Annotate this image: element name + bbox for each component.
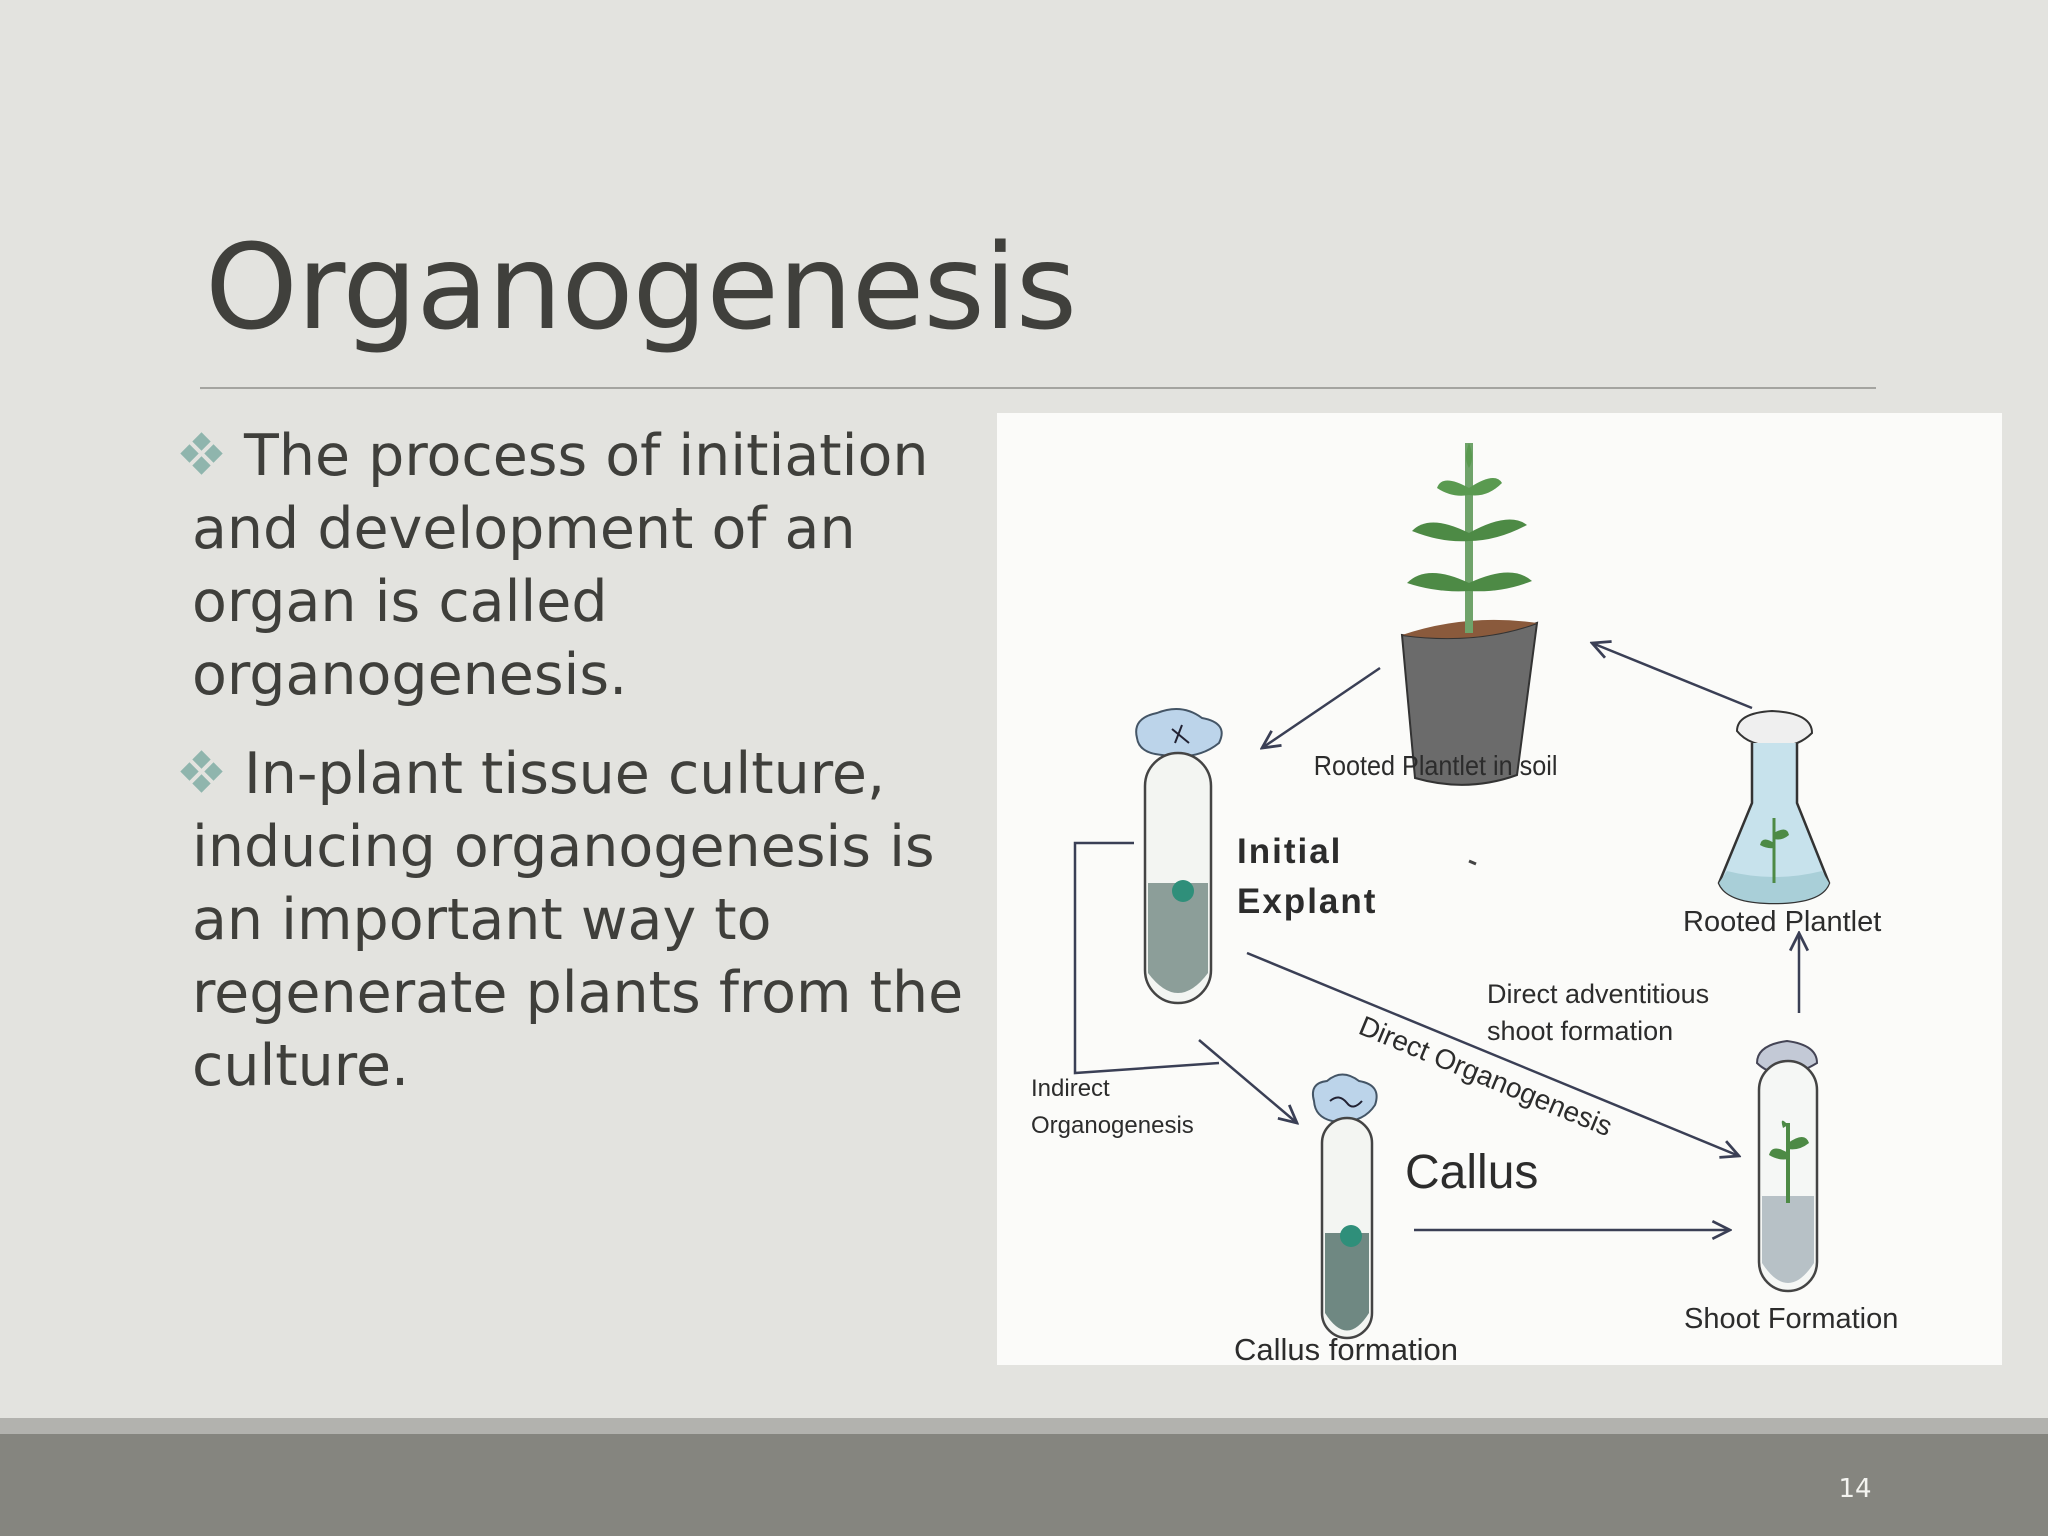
rooted-soil-label: Rooted Plantlet in soil <box>1314 750 1558 782</box>
potted-plant-icon <box>1400 443 1539 786</box>
direct-adv-label-1: Direct adventitious <box>1487 979 1709 1009</box>
bullet-list: The process of initiation and developmen… <box>178 420 1008 1129</box>
title-divider <box>200 387 1876 389</box>
indirect-label-2: Organogenesis <box>1031 1112 1194 1139</box>
stray-mark <box>1468 859 1477 866</box>
diagram-svg: Rooted Plantlet in soil Initial Explant … <box>1031 443 1898 1367</box>
shoot-test-tube-icon <box>1755 1039 1819 1293</box>
initial-label: Initial <box>1237 832 1342 871</box>
footer-bar <box>0 1434 2048 1536</box>
explant-label: Explant <box>1237 882 1377 921</box>
slide-title: Organogenesis <box>205 218 1077 356</box>
callus-formation-label: Callus formation <box>1234 1332 1458 1365</box>
page-number: 14 <box>1838 1474 1872 1504</box>
arrow-direct-organogenesis <box>1246 951 1739 1156</box>
bullet-text: In-plant tissue culture, inducing organo… <box>192 741 964 1099</box>
rooted-plantlet-label: Rooted Plantlet <box>1683 906 1881 938</box>
explant-test-tube-icon <box>1135 708 1223 1005</box>
organogenesis-diagram: Rooted Plantlet in soil Initial Explant … <box>997 413 2002 1367</box>
direct-adv-label-2: shoot formation <box>1487 1016 1673 1046</box>
diamond-bullet-icon <box>180 750 223 793</box>
arrow-plantlet-to-soil <box>1592 643 1753 710</box>
indirect-label-1: Indirect <box>1031 1075 1110 1102</box>
shoot-formation-label: Shoot Formation <box>1684 1303 1898 1335</box>
arrow-explant-to-callus <box>1198 1039 1297 1123</box>
callus-label: Callus <box>1405 1146 1538 1199</box>
indirect-bracket-line <box>1073 841 1220 1075</box>
footer-accent-band <box>0 1418 2048 1434</box>
diamond-bullet-icon <box>180 432 223 475</box>
bullet-text: The process of initiation and developmen… <box>192 423 929 708</box>
arrow-soil-to-explant <box>1262 666 1381 748</box>
flask-icon <box>1717 709 1831 905</box>
callus-test-tube-icon <box>1311 1073 1378 1340</box>
bullet-item: In-plant tissue culture, inducing organo… <box>178 738 1008 1103</box>
bullet-item: The process of initiation and developmen… <box>178 420 1008 712</box>
